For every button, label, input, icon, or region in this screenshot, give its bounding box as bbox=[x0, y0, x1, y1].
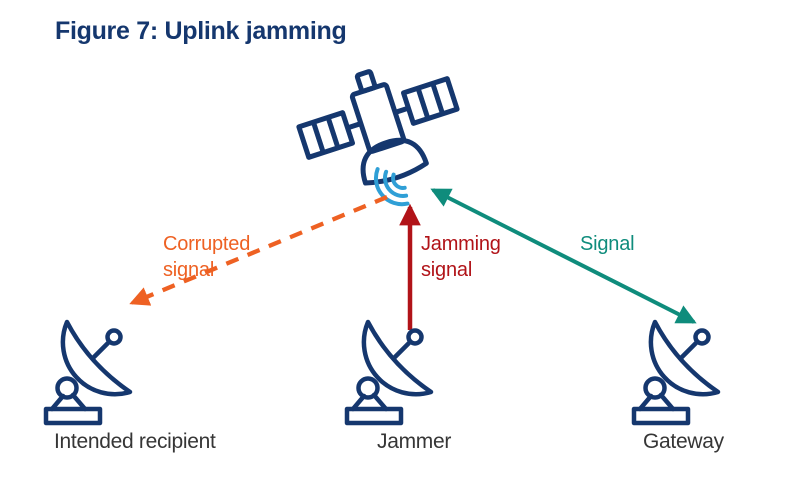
signal-arrow bbox=[430, 188, 697, 324]
corrupted-signal-label: Corrupted signal bbox=[163, 233, 251, 281]
jamming-signal-label: Jamming signal bbox=[421, 233, 501, 281]
figure-title: Figure 7: Uplink jamming bbox=[55, 17, 347, 45]
corrupted-signal-arrow bbox=[129, 195, 388, 306]
jammer-dish-icon bbox=[347, 322, 431, 423]
satellite-icon bbox=[296, 69, 460, 186]
intended-recipient-dish-icon bbox=[46, 322, 130, 423]
satellite-solar-panel-left bbox=[296, 110, 356, 160]
satellite-solar-panel-right bbox=[400, 76, 460, 126]
satellite-dish-dome bbox=[360, 137, 429, 186]
signal-label: Signal bbox=[580, 233, 635, 255]
gateway-dish-icon bbox=[634, 322, 718, 423]
intended-recipient-label: Intended recipient bbox=[54, 430, 216, 453]
jammer-label: Jammer bbox=[377, 430, 452, 453]
gateway-label: Gateway bbox=[643, 430, 724, 453]
